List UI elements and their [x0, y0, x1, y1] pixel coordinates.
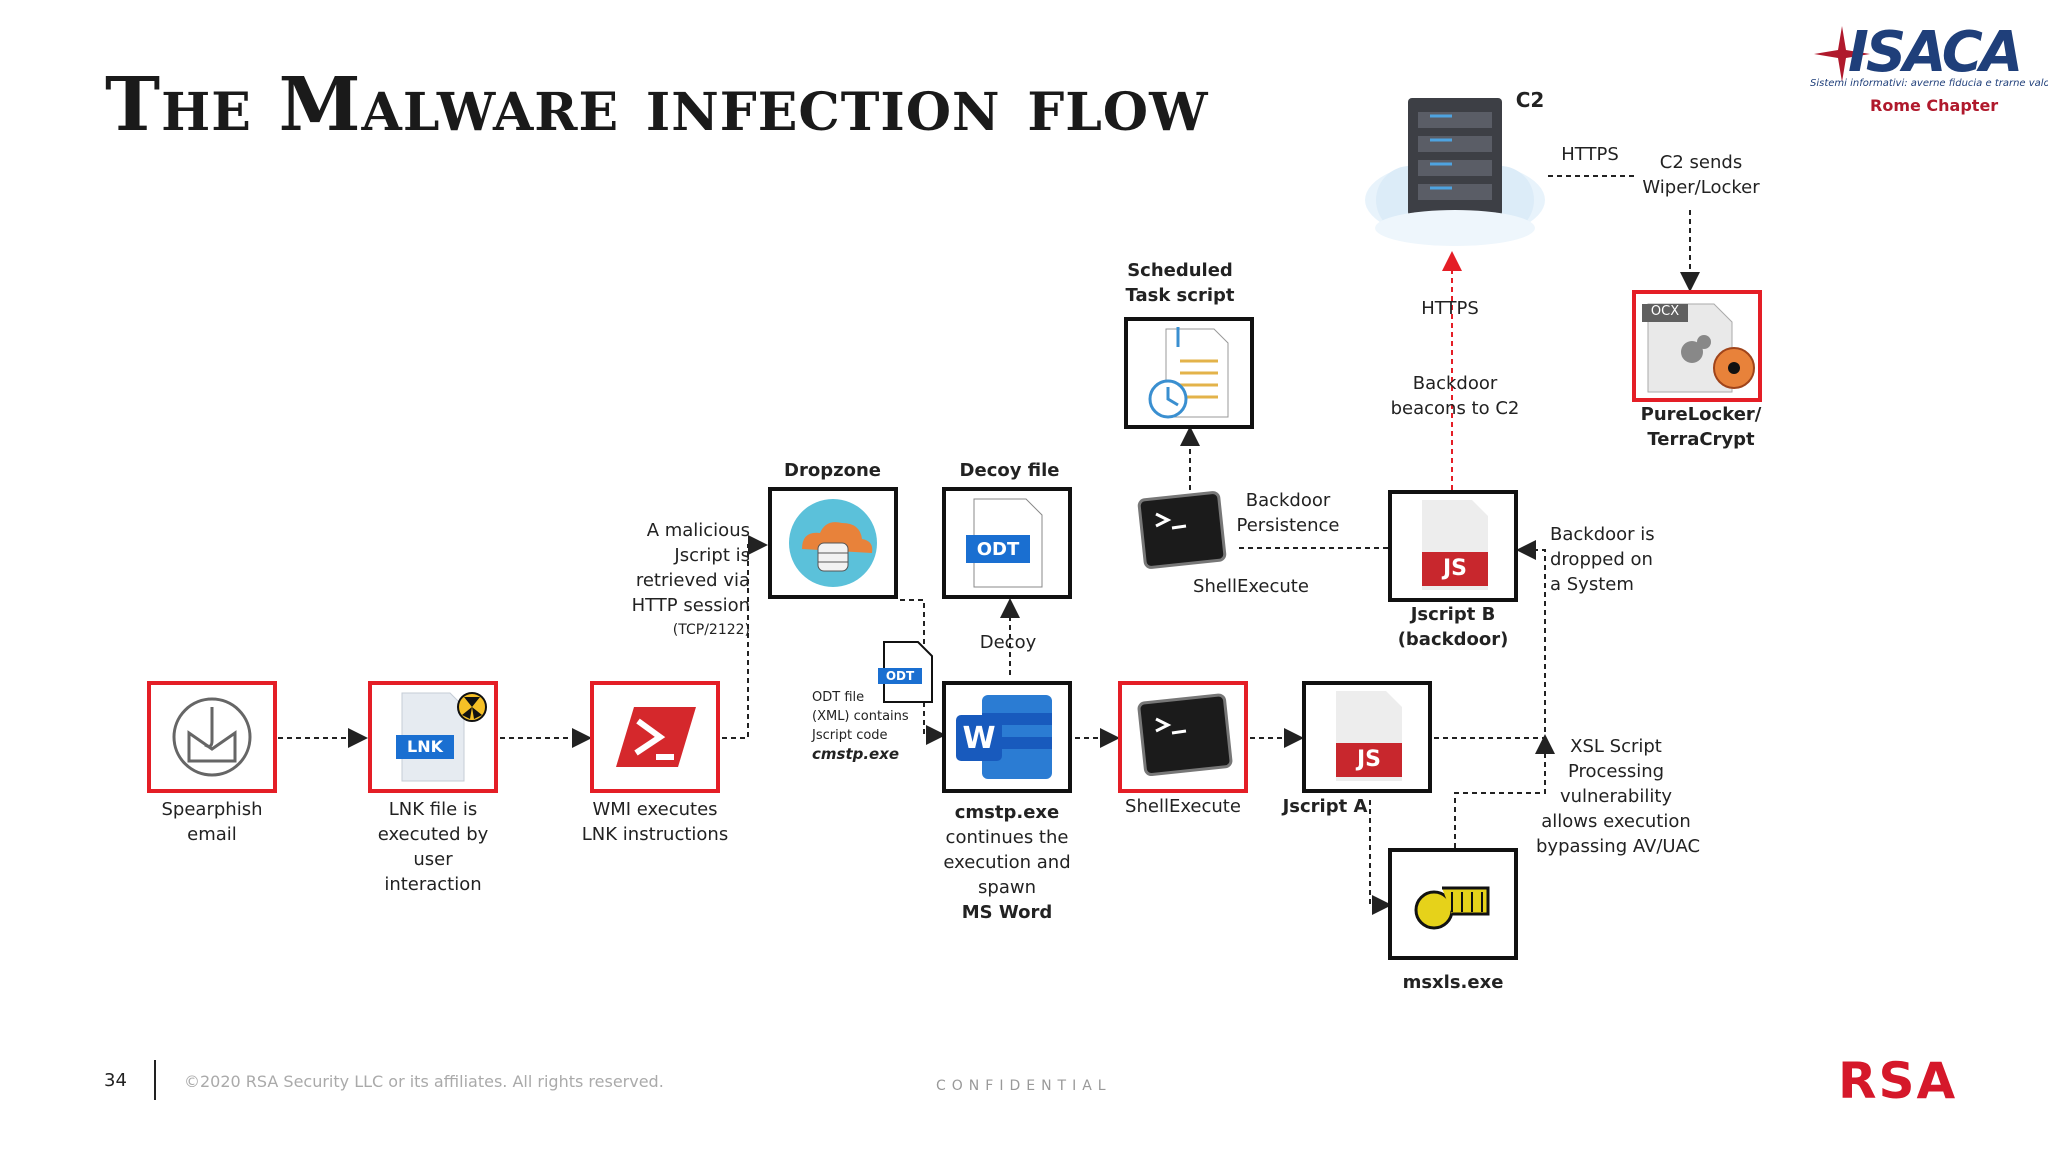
rsa-logo: RSA	[1838, 1052, 1958, 1110]
isaca-tagline: Sistemi informativi: averne fiducia e tr…	[1810, 78, 2048, 89]
terminal-icon	[1137, 491, 1227, 569]
arrow-msxls-xsl	[1454, 734, 1555, 848]
wmi-node	[590, 681, 720, 793]
msxls-node	[1388, 848, 1518, 960]
jscript-a-badge: JS	[1356, 747, 1382, 772]
server-cloud-icon	[1365, 98, 1545, 246]
page-title: The Malware infection flow	[105, 62, 1209, 148]
jscript-b-node: JS	[1388, 490, 1518, 602]
js-file-icon	[1422, 500, 1488, 590]
shell-main-label: ShellExecute	[1125, 796, 1241, 817]
odt-file-icon	[966, 498, 1043, 588]
dropzone-title: Dropzone	[784, 460, 881, 481]
isaca-logo: ISACA Sistemi informativi: averne fiduci…	[1810, 20, 2048, 130]
envelope-icon	[172, 697, 252, 777]
scheduled-task-icon	[1148, 327, 1229, 419]
isaca-chapter: Rome Chapter	[1870, 96, 1999, 115]
decoy-badge: ODT	[976, 539, 1020, 560]
js-file-icon	[1336, 691, 1402, 781]
powershell-icon	[616, 707, 696, 767]
ocx-file-icon	[1642, 303, 1755, 393]
shell-main-node	[1118, 681, 1248, 793]
decoy-node: ODT	[942, 487, 1072, 599]
jscript-a-label: Jscript A	[1282, 796, 1368, 817]
odt-note-icon	[878, 641, 933, 703]
page-number: 34	[104, 1070, 127, 1091]
footer-divider	[154, 1060, 156, 1100]
lnk-badge: LNK	[407, 737, 443, 756]
arrow-wmi-to-dropzone	[722, 535, 768, 739]
scheduled-node	[1124, 317, 1254, 429]
decoy-title: Decoy file	[959, 460, 1060, 481]
jscript-b-badge: JS	[1442, 556, 1468, 581]
footer-confidential: CONFIDENTIAL	[936, 1078, 1112, 1094]
lnk-file-icon	[396, 692, 487, 782]
msxls-label: msxls.exe	[1402, 972, 1504, 993]
terminal-icon	[1137, 693, 1233, 776]
word-letter: W	[962, 721, 996, 756]
dropzone-node	[768, 487, 898, 599]
isaca-wordmark: ISACA	[1848, 20, 2023, 85]
c2-label: C2	[1515, 88, 1545, 112]
jscript-a-node: JS	[1302, 681, 1432, 793]
purelocker-node: OCX	[1632, 290, 1762, 402]
https-right-label: HTTPS	[1561, 144, 1619, 165]
cloud-database-icon	[789, 499, 877, 587]
lnk-node: LNK	[368, 681, 498, 793]
word-icon	[956, 695, 1052, 779]
star-icon	[1814, 26, 1870, 82]
purelocker-label: PureLocker/TerraCrypt	[1640, 404, 1762, 450]
odt-note-badge: ODT	[885, 669, 915, 683]
arrow-to-jscriptb	[1434, 540, 1546, 739]
purelocker-badge: OCX	[1650, 304, 1680, 319]
arrow-jscripta-to-msxls	[1369, 800, 1392, 915]
https-up-label: HTTPS	[1421, 298, 1479, 319]
decoy-arrow-label: Decoy	[979, 632, 1037, 653]
cmstp-node: W	[942, 681, 1072, 793]
gear-pipes-icon	[1414, 886, 1490, 930]
jscript-b-label: Jscript B(backdoor)	[1397, 604, 1509, 650]
footer-copyright: ©2020 RSA Security LLC or its affiliates…	[184, 1072, 664, 1091]
shell-top-label: ShellExecute	[1193, 576, 1309, 597]
spearphish-node	[147, 681, 277, 793]
